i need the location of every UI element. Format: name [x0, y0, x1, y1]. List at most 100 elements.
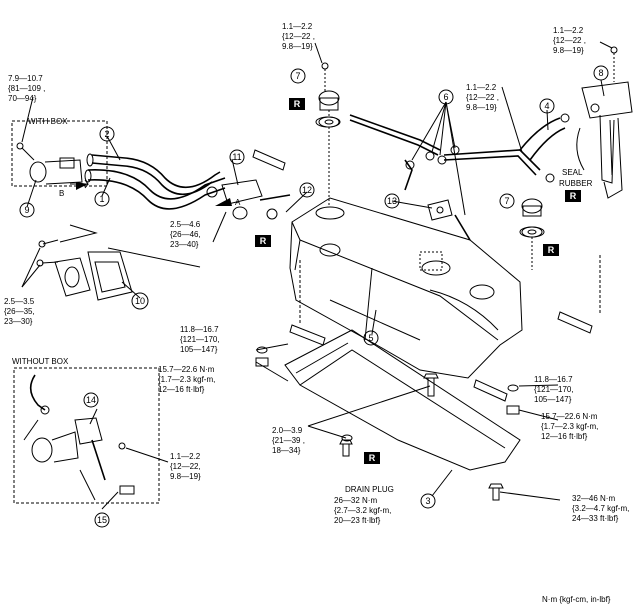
callout-7-right-label: 7: [504, 196, 509, 206]
callout-14-label: 14: [86, 395, 96, 405]
torque-d-line1: 1.1—2.2: [466, 83, 497, 92]
torque-l-line3: 20—23 ft·lbf}: [334, 516, 381, 525]
rubber-label: RUBBER: [559, 179, 593, 188]
torque-k-line1: 2.0—3.9: [272, 426, 303, 435]
torque-n-line3: 9.8—19}: [170, 472, 201, 481]
torque-e-line3: 23—40}: [170, 240, 199, 249]
replace-badge-1-label: R: [294, 99, 301, 109]
torque-j: 15.7—22.6 N·m {1.7—2.3 kgf-m, 12—16 ft·l…: [541, 412, 598, 441]
callout-10-label: 10: [135, 296, 145, 306]
drain-plug-label: DRAIN PLUG: [345, 485, 394, 494]
bolt-center: [341, 373, 439, 442]
with-box-label: WITH BOX: [28, 117, 68, 126]
callout-6-label: 6: [443, 92, 448, 102]
valve-7-left: [318, 62, 340, 205]
torque-n-line1: 1.1—2.2: [170, 452, 201, 461]
replace-badge-2-label: R: [260, 236, 267, 246]
torque-f-line1: 2.5—3.5: [4, 297, 35, 306]
torque-i-line2: {121—170,: [534, 385, 574, 394]
torque-h-line1: 15.7—22.6 N·m: [158, 365, 215, 374]
callout-13: 13: [384, 193, 400, 209]
replace-badge-2: R: [255, 235, 271, 247]
torque-a-line2: {81—109 ,: [8, 84, 45, 93]
callout-2: 2: [99, 126, 115, 142]
torque-j-line2: {1.7—2.3 kgf-m,: [541, 422, 598, 431]
fuel-gauge-unit: [576, 46, 633, 199]
bolt-3: [488, 483, 504, 501]
torque-a-line3: 70—94}: [8, 94, 37, 103]
hose-4: [519, 113, 570, 161]
torque-c-line1: 1.1—2.2: [553, 26, 584, 35]
torque-a: 7.9—10.7 {81—109 , 70—94}: [8, 74, 45, 103]
valve-7-right: [521, 198, 543, 270]
seal-label: SEAL: [562, 168, 583, 177]
callout-9: 9: [19, 202, 35, 218]
replace-badge-5: R: [364, 452, 380, 464]
torque-g: 11.8—16.7 {121—170, 105—147}: [180, 325, 220, 354]
callout-2-label: 2: [104, 129, 109, 139]
torque-m: 32—46 N·m {3.2—4.7 kgf-m, 24—33 ft·lbf}: [572, 494, 629, 523]
torque-n: 1.1—2.2 {12—22, 9.8—19}: [170, 452, 201, 481]
callout-15: 15: [94, 512, 110, 528]
torque-b-line2: {12—22 ,: [282, 32, 315, 41]
torque-f-line2: {26—35,: [4, 307, 35, 316]
torque-m-line1: 32—46 N·m: [572, 494, 615, 503]
units-note: N·m {kgf-cm, in-lbf}: [542, 595, 611, 604]
torque-c-line3: 9.8—19}: [553, 46, 584, 55]
torque-l-line2: {2.7—3.2 kgf-m,: [334, 506, 391, 515]
arrow-b-label: B: [59, 189, 64, 198]
torque-g-line1: 11.8—16.7: [180, 325, 219, 334]
filler-neck-with-box: [16, 142, 83, 185]
callout-11-label: 11: [232, 152, 241, 162]
torque-j-line1: 15.7—22.6 N·m: [541, 412, 598, 421]
torque-k-line2: {21—39 ,: [272, 436, 305, 445]
arrow-a: [215, 198, 232, 206]
torque-n-line2: {12—22,: [170, 462, 201, 471]
torque-a-line1: 7.9—10.7: [8, 74, 43, 83]
torque-g-line3: 105—147}: [180, 345, 218, 354]
torque-m-line3: 24—33 ft·lbf}: [572, 514, 619, 523]
torque-h-line3: 12—16 ft·lbf}: [158, 385, 205, 394]
callout-8: 8: [593, 65, 609, 81]
torque-e: 2.5—4.6 {26—46, 23—40}: [170, 220, 201, 249]
torque-f: 2.5—3.5 {26—35, 23—30}: [4, 297, 35, 326]
callout-1: 1: [94, 191, 110, 207]
torque-k-line3: 18—34}: [272, 446, 301, 455]
callout-5: 5: [363, 330, 379, 346]
callout-13-label: 13: [387, 196, 397, 206]
callout-12-label: 12: [302, 185, 312, 195]
torque-h: 15.7—22.6 N·m {1.7—2.3 kgf-m, 12—16 ft·l…: [158, 365, 215, 394]
with-box-frame: [11, 120, 108, 187]
torque-d-line3: 9.8—19}: [466, 103, 497, 112]
torque-l-line1: 26—32 N·m: [334, 496, 377, 505]
callout-3-label: 3: [425, 496, 430, 506]
leader-lines: [21, 41, 613, 510]
torque-g-line2: {121—170,: [180, 335, 220, 344]
torque-k: 2.0—3.9 {21—39 , 18—34}: [272, 426, 305, 455]
mounting-nuts-right: [506, 384, 520, 415]
gasket-left: [315, 116, 341, 128]
replace-badge-4-label: R: [548, 245, 555, 255]
callout-12: 12: [299, 182, 315, 198]
replace-badge-5-label: R: [369, 453, 376, 463]
under-guard: [284, 329, 521, 471]
callout-5-label: 5: [368, 333, 373, 343]
arrow-a-label: A: [235, 198, 241, 207]
fuel-tank: [289, 197, 523, 379]
callout-7-left: 7: [290, 68, 306, 84]
callout-15-label: 15: [97, 515, 107, 525]
torque-i-line1: 11.8—16.7: [534, 375, 573, 384]
arrow-b: [70, 179, 89, 190]
torque-i-line3: 105—147}: [534, 395, 572, 404]
torque-c-line2: {12—22 ,: [553, 36, 586, 45]
torque-d: 1.1—2.2 {12—22 , 9.8—19}: [466, 83, 499, 112]
torque-h-line2: {1.7—2.3 kgf-m,: [158, 375, 215, 384]
callout-8-label: 8: [598, 68, 603, 78]
drain-plug-bolt: [339, 439, 353, 457]
without-box-parts: [29, 374, 135, 495]
callout-14: 14: [83, 392, 99, 408]
torque-l: 26—32 N·m {2.7—3.2 kgf-m, 20—23 ft·lbf}: [334, 496, 391, 525]
callout-4: 4: [539, 98, 555, 114]
callout-7-right: 7: [499, 193, 515, 209]
